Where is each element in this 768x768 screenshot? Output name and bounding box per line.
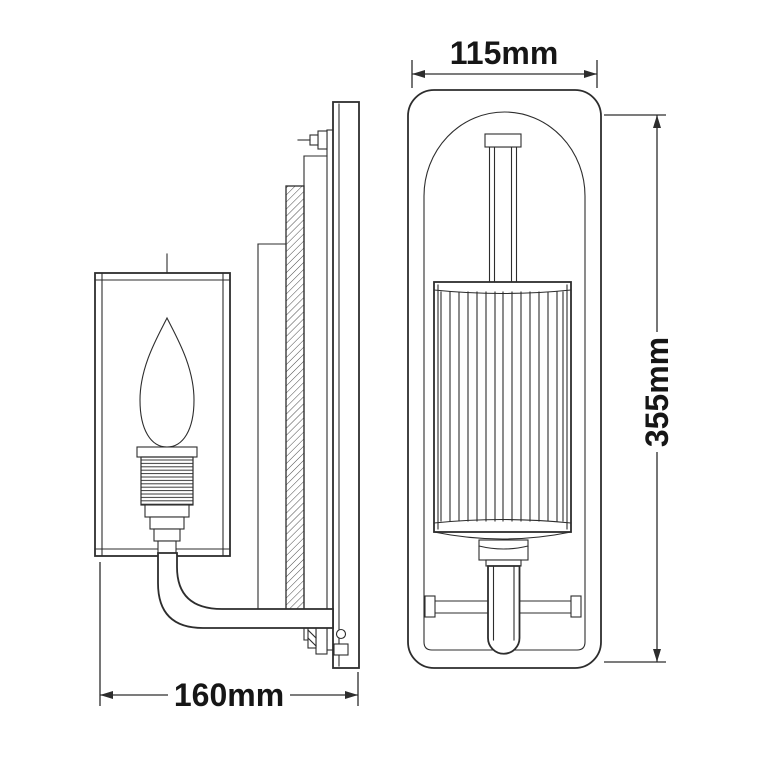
lamp-holder-side bbox=[136, 446, 198, 554]
backplate-inner-outline bbox=[423, 111, 586, 651]
arrow-left-icon bbox=[100, 691, 113, 699]
fluted-shade-front bbox=[433, 281, 572, 540]
front-trim-panel bbox=[257, 243, 287, 619]
arrow-right-icon bbox=[584, 70, 597, 78]
arrow-left-icon bbox=[412, 70, 425, 78]
width-dimension-label: 115mm bbox=[450, 35, 559, 71]
depth-dimension-label: 160mm bbox=[174, 677, 284, 713]
front-view bbox=[407, 89, 602, 669]
backplate-panel bbox=[303, 155, 328, 641]
dimension-height-right: 355mm bbox=[604, 114, 675, 663]
shade-bottom-lip bbox=[433, 531, 572, 540]
mounting-layer bbox=[326, 129, 334, 651]
lamp-holder-front bbox=[478, 539, 529, 567]
candle-tube bbox=[484, 133, 522, 287]
dimension-depth-bottom: 160mm bbox=[99, 562, 359, 713]
shade-flutes bbox=[440, 291, 564, 522]
height-dimension-label: 355mm bbox=[639, 337, 675, 447]
side-view bbox=[94, 101, 360, 669]
arrow-right-icon bbox=[345, 691, 358, 699]
top-screw bbox=[297, 130, 328, 150]
hatched-glass-panel bbox=[285, 185, 305, 613]
arrow-down-icon bbox=[653, 649, 661, 662]
wall-plate-side bbox=[332, 101, 360, 669]
dimension-width-top: 115mm bbox=[411, 35, 598, 88]
sconce-arm bbox=[157, 552, 334, 629]
arrow-up-icon bbox=[653, 115, 661, 128]
stem-front bbox=[487, 565, 521, 655]
